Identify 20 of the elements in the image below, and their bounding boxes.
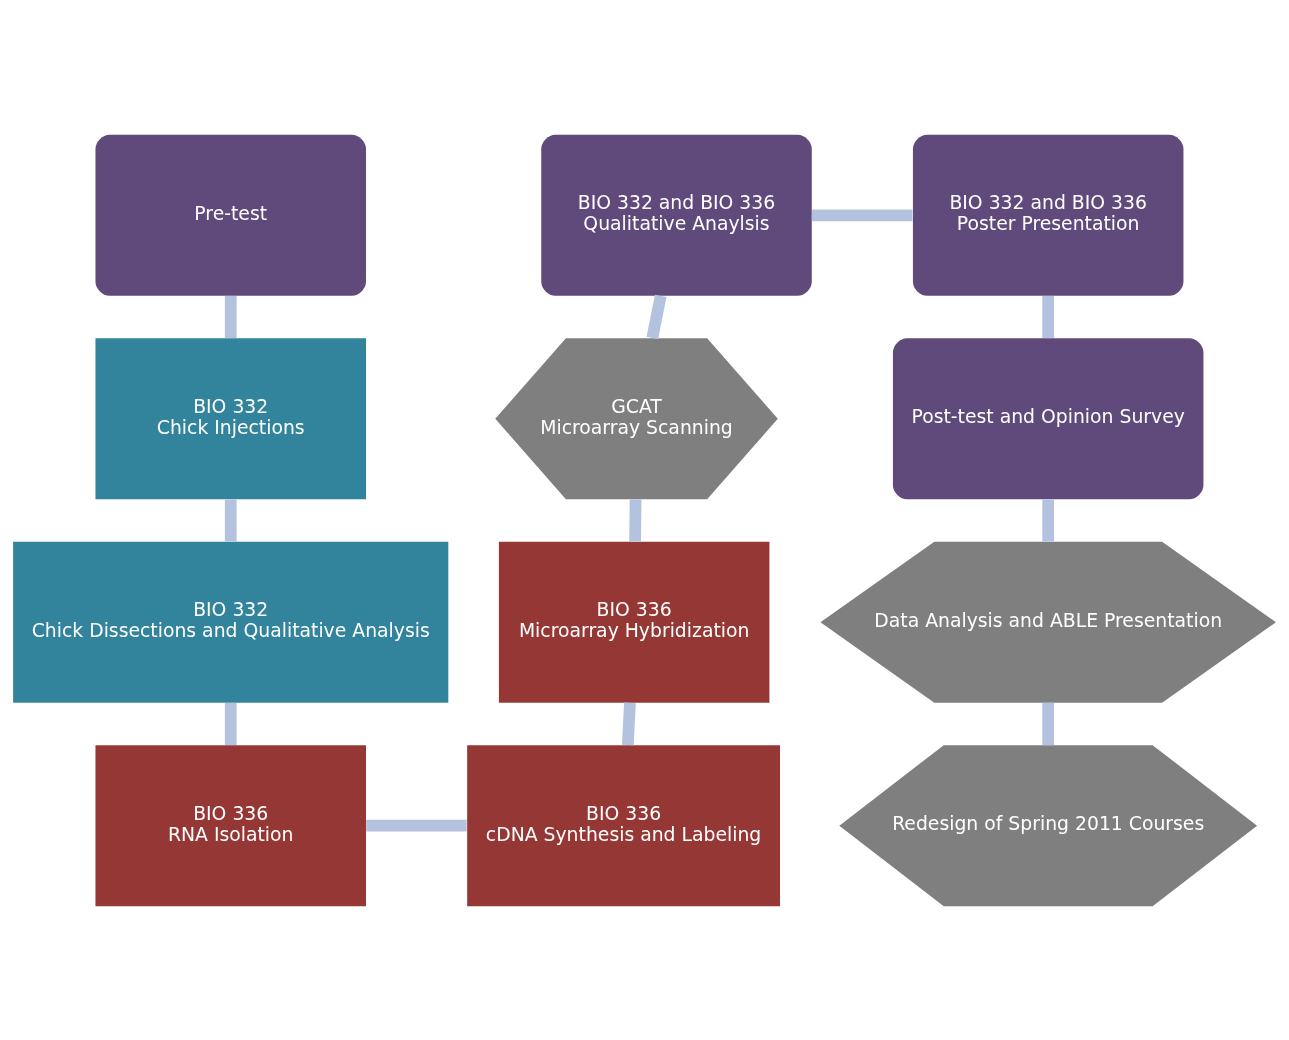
connector (1042, 702, 1055, 745)
connector (811, 208, 913, 221)
node-box: BIO 336 Microarray Hybridization (498, 541, 770, 703)
connector (646, 294, 667, 339)
connector (224, 295, 237, 338)
node-box: BIO 336 RNA Isolation (95, 744, 366, 906)
node-box: BIO 332 Chick Dissections and Qualitative Analysis (13, 541, 449, 703)
connector (1042, 498, 1055, 541)
connector (224, 702, 237, 745)
connector (224, 498, 237, 541)
connector (621, 702, 636, 745)
node-box: BIO 336 cDNA Synthesis and Labeling (467, 744, 780, 906)
node-box: BIO 332 Chick Injections (95, 337, 366, 499)
node-box: BIO 332 and BIO 336 Poster Presentation (912, 134, 1184, 296)
node-box: Post-test and Opinion Survey (892, 337, 1204, 499)
connector (366, 819, 467, 832)
connector (1042, 295, 1055, 338)
connector (629, 498, 642, 542)
node-box: Pre-test (95, 134, 366, 296)
node-box: BIO 332 and BIO 336 Qualitative Anaylsis (541, 134, 812, 296)
